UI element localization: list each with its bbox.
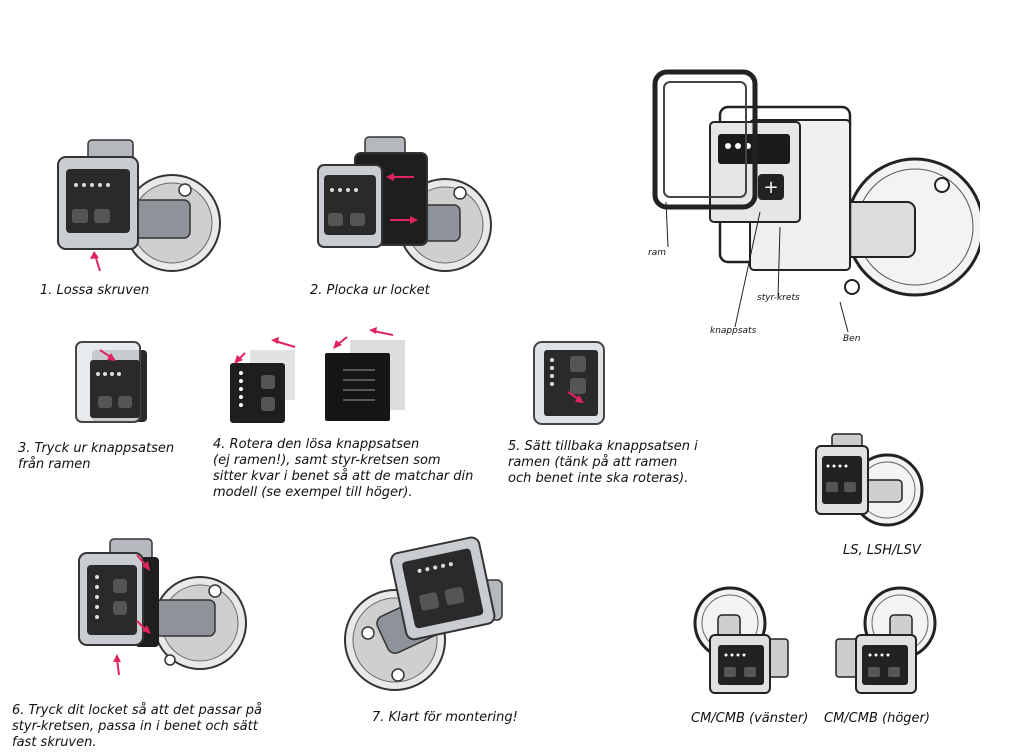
label-ben: Ben (843, 334, 861, 344)
model-cm-left-image (693, 586, 789, 694)
label-styr-krets: styr-krets (757, 293, 800, 303)
exploded-diagram: + (652, 69, 980, 333)
step5-caption: 5. Sätt tillbaka knappsatsen i ramen (tä… (508, 439, 698, 486)
step6-caption: 6. Tryck dit locket så att det passar på… (12, 703, 262, 750)
step1-image (57, 139, 221, 272)
svg-text:+: + (763, 177, 778, 198)
label-knappsats: knappsats (710, 326, 757, 336)
step2-caption: 2. Plocka ur locket (310, 283, 430, 298)
step4-image (230, 327, 405, 423)
model-ls-caption: LS, LSH/LSV (843, 543, 921, 558)
step4-caption: 4. Rotera den lösa knappsatsen (ej ramen… (213, 437, 474, 500)
model-cm-right-caption: CM/CMB (höger) (824, 711, 930, 726)
step6-image (78, 538, 247, 676)
model-ls-image (815, 433, 924, 527)
model-cm-left-caption: CM/CMB (vänster) (691, 711, 809, 726)
model-cm-right-image (835, 586, 937, 694)
step7-caption: 7. Klart för montering! (372, 710, 518, 725)
step5-image (533, 341, 605, 425)
label-ram: ram (648, 248, 666, 258)
step2-image (317, 136, 492, 272)
step3-image (75, 341, 147, 423)
step3-caption: 3. Tryck ur knappsatsen från ramen (18, 441, 175, 472)
step1-caption: 1. Lossa skruven (40, 283, 150, 298)
step7-image (344, 536, 503, 691)
